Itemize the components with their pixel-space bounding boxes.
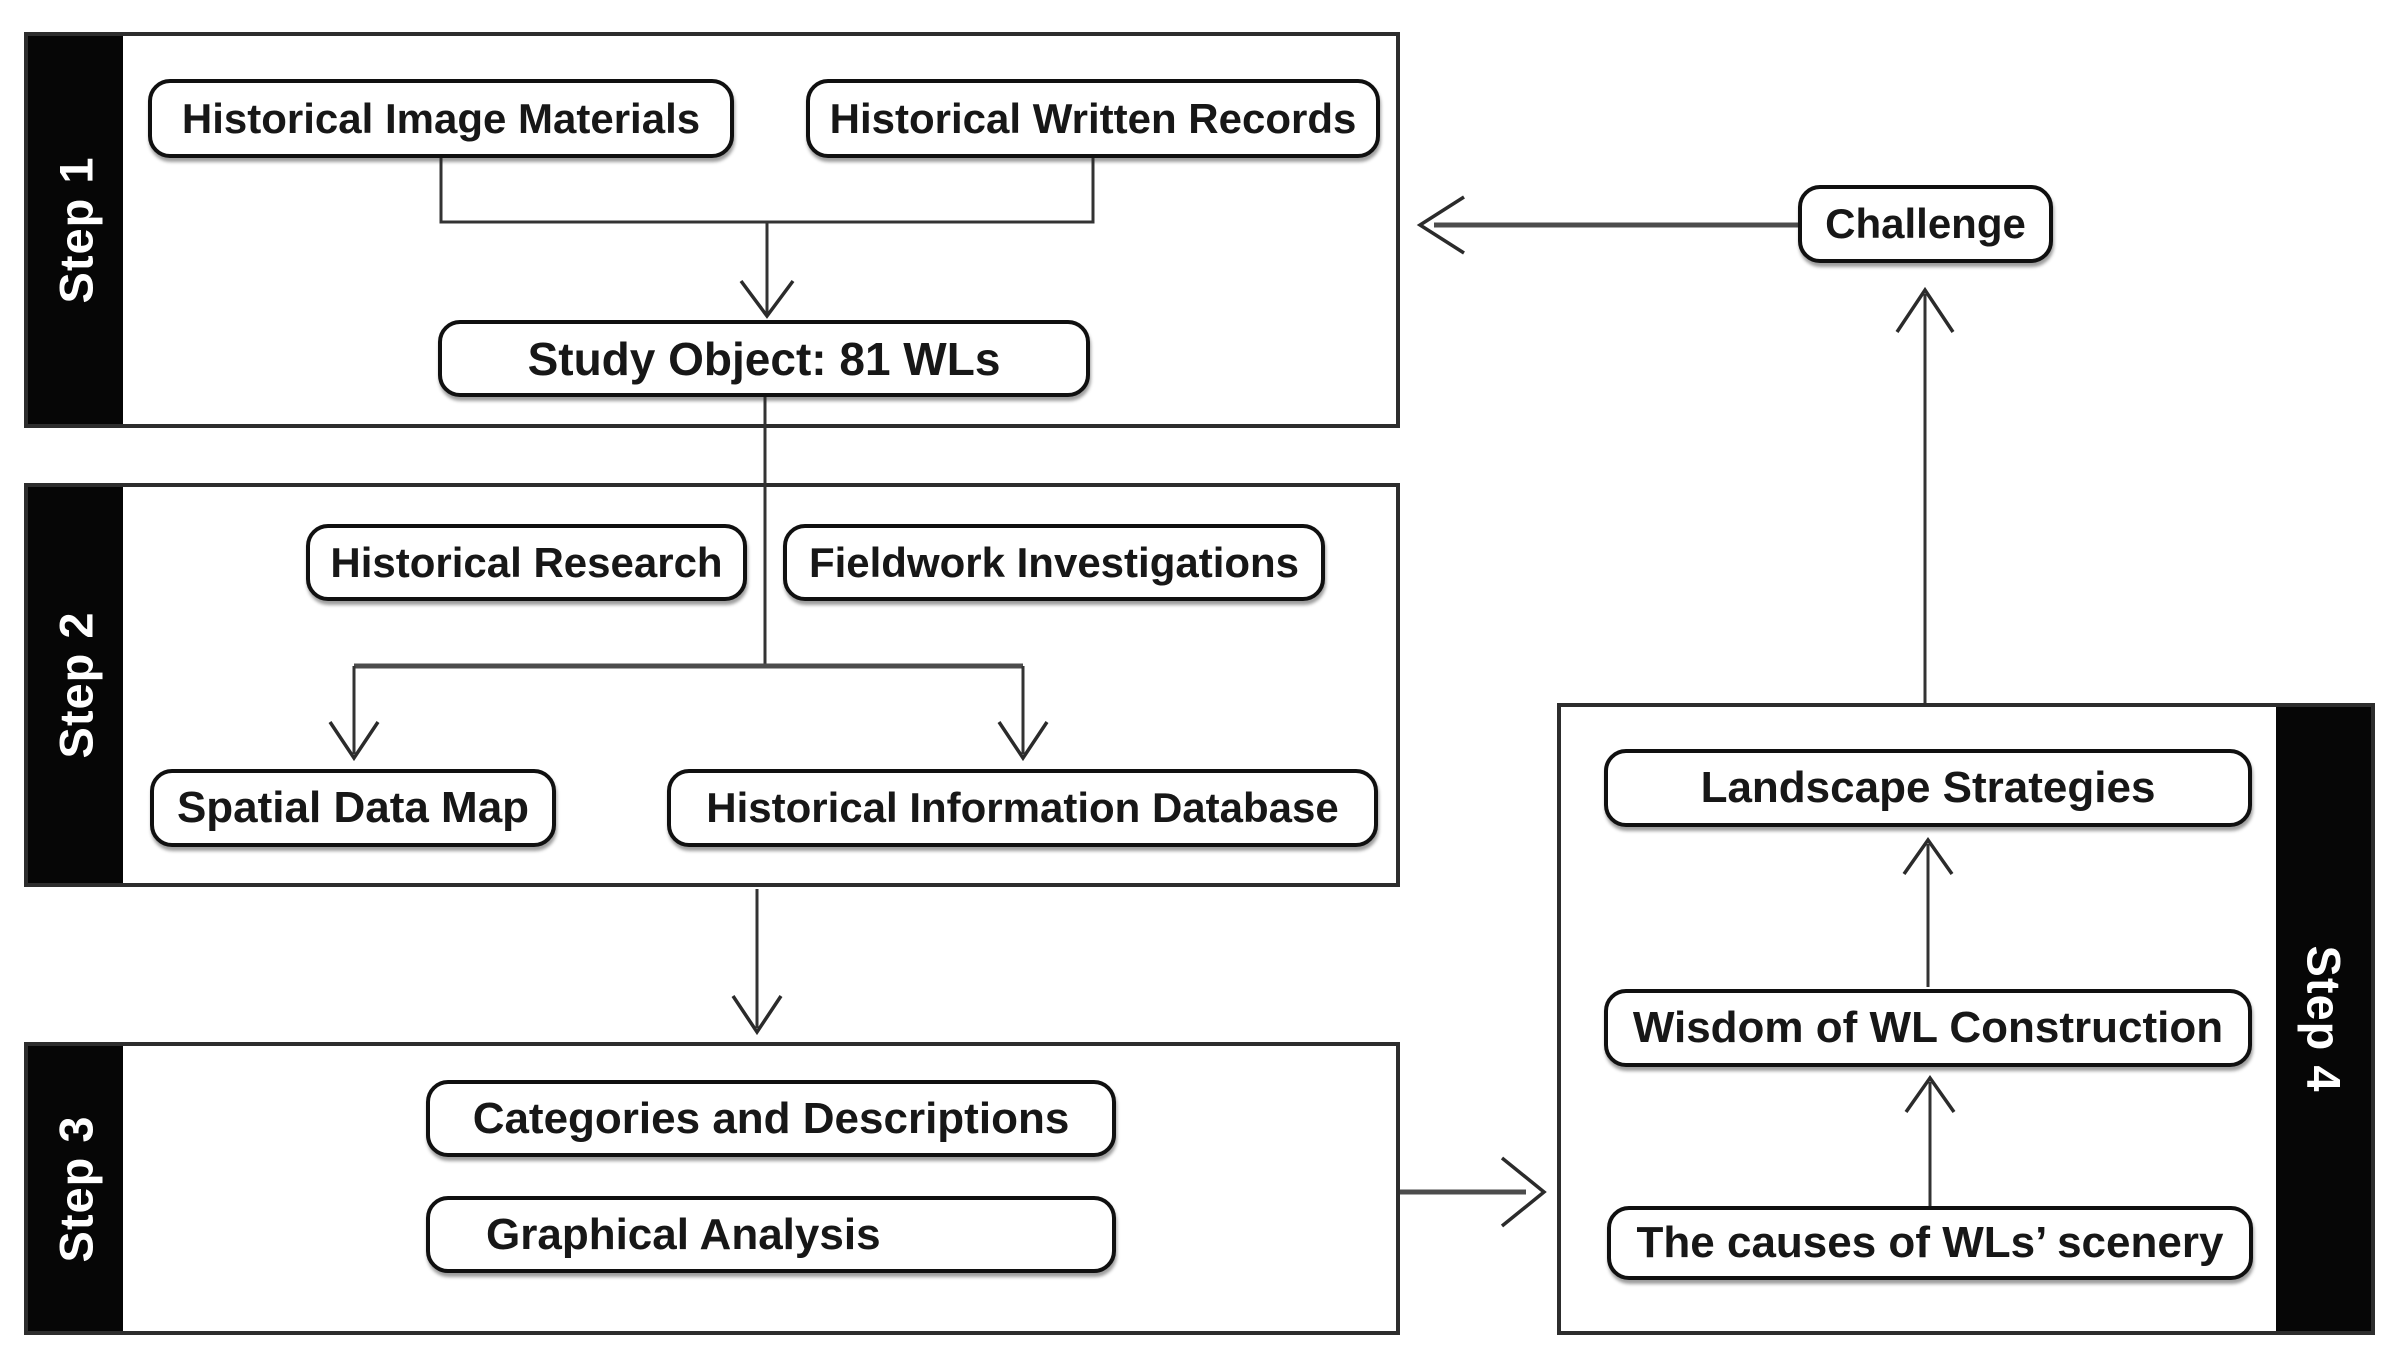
node-causes-of-wls-scenery: The causes of WLs’ scenery [1607,1206,2253,1280]
merge-line-step1 [439,158,1095,224]
node-label: Challenge [1825,200,2026,247]
node-study-object: Study Object: 81 WLs [438,320,1090,397]
node-label: Landscape Strategies [1700,763,2156,812]
arrowhead-up-icon [1895,286,1955,333]
node-label: Fieldwork Investigations [808,538,1300,586]
arrowhead-down-icon [739,279,795,319]
arrowhead-up-icon [1902,836,1954,876]
arrowhead-down-icon [328,721,380,762]
arrowhead-up-icon [1904,1074,1956,1114]
node-label: Historical Information Database [706,784,1339,831]
node-categories-and-descriptions: Categories and Descriptions [426,1080,1116,1157]
step3-bar: Step 3 [28,1046,123,1331]
node-spatial-data-map: Spatial Data Map [150,769,556,847]
node-graphical-analysis: Graphical Analysis [426,1196,1116,1273]
node-historical-research: Historical Research [306,524,747,601]
arrowhead-right-icon [1500,1156,1547,1228]
node-historical-image-materials: Historical Image Materials [148,79,734,158]
node-label: Spatial Data Map [176,783,530,832]
node-label: Graphical Analysis [486,1209,881,1259]
node-historical-information-database: Historical Information Database [667,769,1378,847]
node-label: Wisdom of WL Construction [1632,1003,2224,1052]
arrowhead-down-icon [997,721,1049,762]
node-label: The causes of WLs’ scenery [1636,1218,2224,1267]
node-label: Study Object: 81 WLs [527,332,1001,385]
node-label: Historical Research [330,538,723,586]
step2-bar: Step 2 [28,487,123,883]
node-fieldwork-investigations: Fieldwork Investigations [783,524,1325,601]
node-label: Historical Written Records [829,94,1357,142]
step4-bar: Step 4 [2276,707,2371,1331]
arrowhead-down-icon [731,995,783,1036]
node-landscape-strategies: Landscape Strategies [1604,749,2252,827]
node-historical-written-records: Historical Written Records [806,79,1380,158]
step1-bar: Step 1 [28,36,123,424]
arrowhead-left-icon [1416,195,1465,255]
node-label: Categories and Descriptions [472,1093,1070,1143]
node-wisdom-of-wl-construction: Wisdom of WL Construction [1604,989,2252,1067]
node-label: Historical Image Materials [181,94,701,142]
node-challenge: Challenge [1798,185,2053,263]
